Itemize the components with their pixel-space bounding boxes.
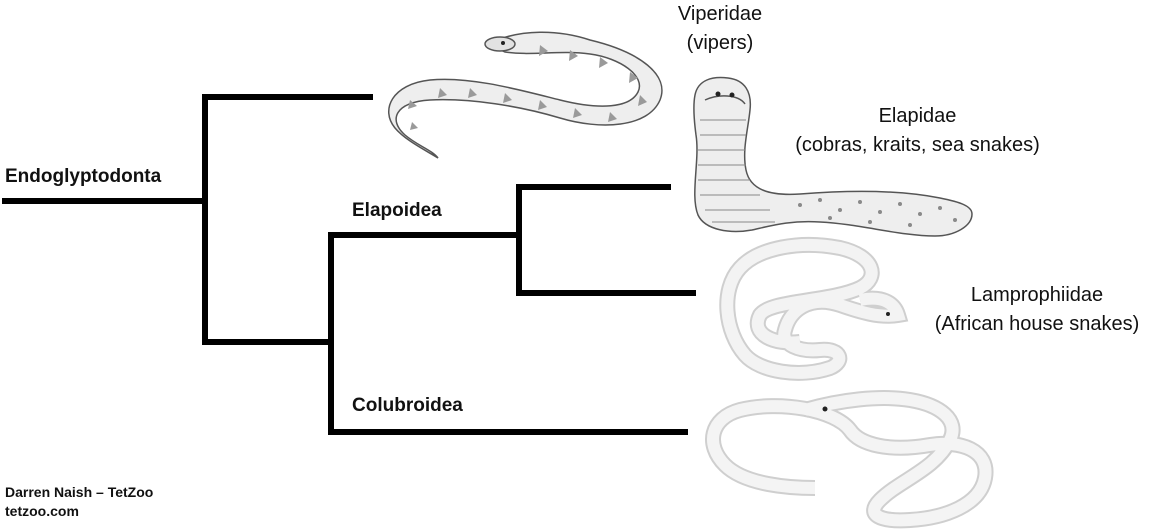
viper-illustration [388,31,663,159]
credit-block: Darren Naish – TetZoo tetzoo.com [5,483,153,521]
taxon-common-name: (cobras, kraits, sea snakes) [795,134,1040,156]
clade-label-colubroidea: Colubroidea [352,395,463,416]
taxon-common-name: (vipers) [686,32,754,54]
taxon-name: Elapidae [878,105,957,127]
taxon-common-name: (African house snakes) [934,313,1140,335]
taxon-viperidae: Viperidae (vipers) [660,0,780,58]
clade-label-elapoidea: Elapoidea [352,200,442,221]
house-snake-illustration [719,236,909,381]
taxon-name: Lamprophiidae [970,284,1104,306]
credit-author: Darren Naish – TetZoo [5,484,154,500]
colubrid-illustration [705,390,994,529]
taxon-name: Viperidae [677,3,763,25]
taxon-lamprophiidae: Lamprophiidae (African house snakes) [925,281,1149,339]
credit-site: tetzoo.com [5,503,79,519]
clade-label-root: Endoglyptodonta [5,166,162,187]
cobra-illustration [693,76,973,237]
taxon-elapidae: Elapidae (cobras, kraits, sea snakes) [780,102,1055,160]
